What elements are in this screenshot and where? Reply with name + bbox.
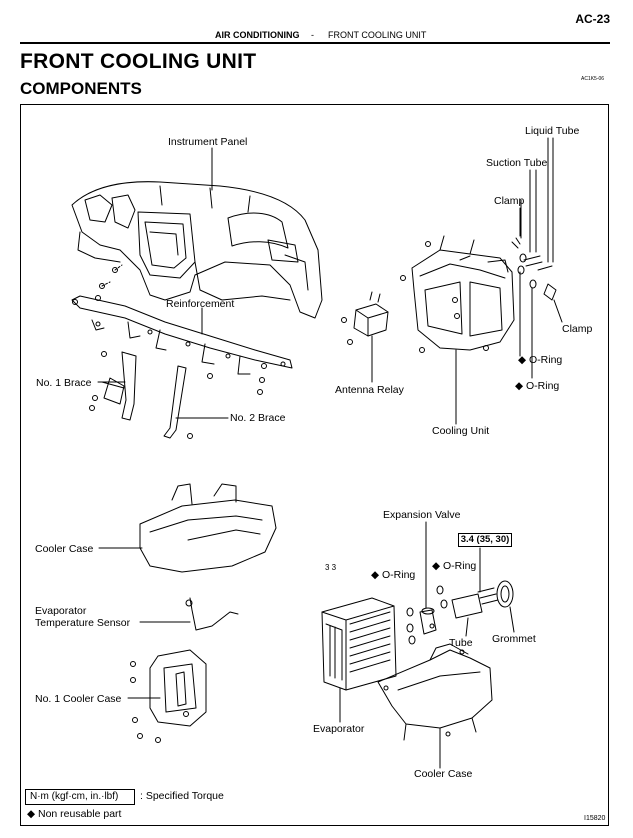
label-liquid-tube: Liquid Tube (525, 125, 580, 137)
label-o-ring-mid: ◆ O-Ring (432, 560, 477, 572)
header-separator: - (311, 30, 314, 40)
label-antenna-relay: Antenna Relay (335, 384, 404, 396)
label-cooler-case-top: Cooler Case (35, 543, 94, 555)
antenna-relay-drawing (341, 291, 389, 383)
label-expansion-valve: Expansion Valve (383, 509, 461, 521)
label-no2-brace: No. 2 Brace (230, 412, 286, 424)
legend-torque-units: N·m (kgf·cm, in.·lbf) (25, 789, 135, 805)
diamond-mark: ◆ (515, 380, 524, 392)
figure-code: I15820 (584, 815, 606, 822)
evaporator-temp-sensor-drawing (139, 597, 239, 631)
label-clamp-right: Clamp (562, 323, 593, 335)
no2-brace-drawing (163, 365, 229, 439)
legend-non-reusable: ◆ Non reusable part (27, 808, 122, 820)
reinforcement-drawing (71, 295, 293, 375)
header-rule (20, 42, 610, 44)
label-reinforcement: Reinforcement (166, 298, 235, 310)
cooling-unit-drawing (400, 235, 515, 425)
torque-value-box: 3.4 (35, 30) (458, 533, 512, 547)
page-title: FRONT COOLING UNIT (20, 50, 257, 73)
label-grommet: Grommet (492, 633, 536, 645)
label-no1-brace: No. 1 Brace (36, 377, 92, 389)
reference-code: AC1K5-06 (581, 76, 605, 82)
label-o-ring-2: ◆ O-Ring (515, 380, 560, 392)
header-subsection: FRONT COOLING UNIT (328, 30, 427, 40)
panel-bolts (72, 264, 267, 439)
label-cooling-unit: Cooling Unit (432, 425, 490, 437)
legend-torque-desc: : Specified Torque (140, 790, 224, 802)
tubes-drawing (511, 137, 563, 379)
label-evaporator: Evaporator (313, 723, 365, 735)
label-o-ring-1: ◆ O-Ring (518, 354, 563, 366)
instrument-panel-drawing (71, 181, 323, 319)
diamond-mark: ◆ (432, 560, 441, 572)
label-suction-tube: Suction Tube (486, 157, 548, 169)
diamond-mark: ◆ (371, 569, 380, 581)
no1-cooler-case-drawing (127, 649, 207, 743)
page-subtitle: COMPONENTS (20, 79, 142, 98)
cooler-case-top-drawing (98, 483, 277, 573)
leader-lines (101, 147, 522, 389)
label-o-ring-left: ◆ O-Ring (371, 569, 416, 581)
figure-frame (20, 104, 609, 826)
diamond-mark: ◆ (518, 354, 527, 366)
label-instrument-panel: Instrument Panel (168, 136, 248, 148)
label-screw-marks: 3 3 (325, 563, 337, 572)
evaporator-drawing (321, 597, 397, 723)
label-no1-cooler-case: No. 1 Cooler Case (35, 693, 122, 705)
label-clamp-top: Clamp (494, 195, 525, 207)
expansion-valve-drawing (406, 521, 515, 645)
cooler-case-bottom-drawing (377, 643, 493, 769)
header-section: AIR CONDITIONING (215, 30, 300, 40)
label-tube: Tube (449, 637, 473, 649)
label-cooler-case-bottom: Cooler Case (414, 768, 473, 780)
page-number: AC-23 (575, 12, 610, 26)
